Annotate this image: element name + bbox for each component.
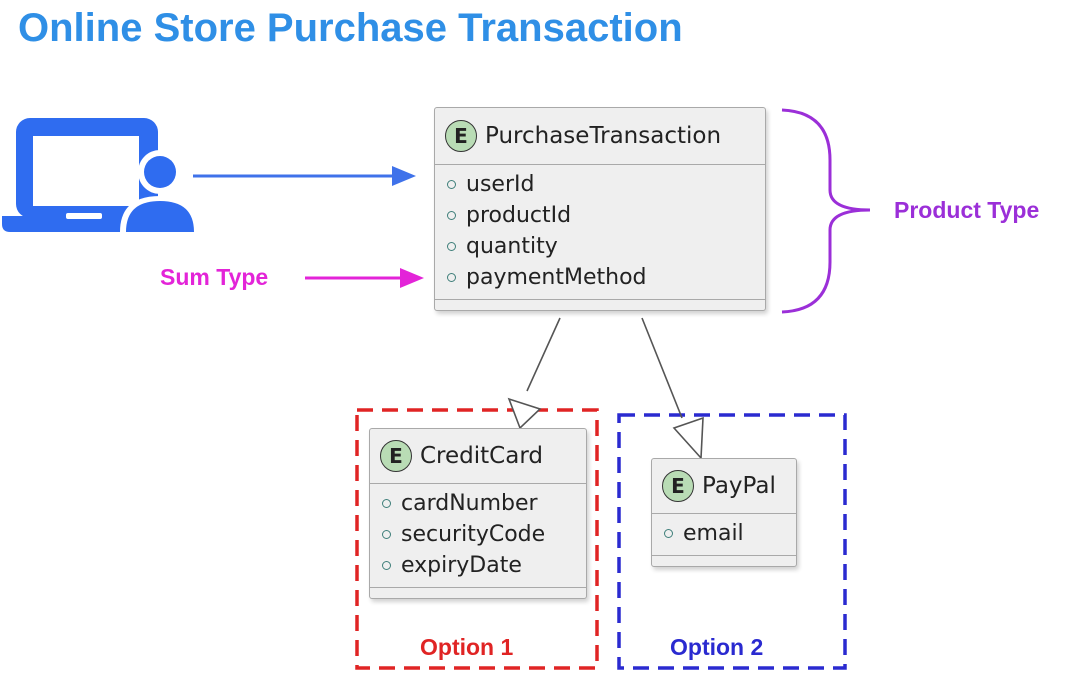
credit-card-inheritance-arrow [507, 317, 561, 430]
attribute-row: expiryDate [382, 550, 586, 581]
entity-methods-section [652, 556, 796, 566]
public-field-icon [447, 211, 456, 220]
public-field-icon [382, 561, 391, 570]
laptop-user-icon [2, 118, 200, 232]
entity-badge: E [445, 120, 477, 152]
entity-header: E PayPal [652, 459, 796, 514]
entity-methods-section [370, 588, 586, 598]
sum-type-label: Sum Type [160, 264, 269, 290]
public-field-icon [382, 499, 391, 508]
attribute-row: cardNumber [382, 488, 586, 519]
attribute-row: quantity [447, 231, 765, 262]
attribute-row: userId [447, 169, 765, 200]
attribute-row: paymentMethod [447, 262, 765, 293]
entity-name: PurchaseTransaction [485, 123, 722, 149]
credit-card-entity: E CreditCard cardNumber securityCode exp… [369, 428, 587, 599]
option2-label: Option 2 [670, 634, 764, 660]
entity-name: PayPal [702, 473, 776, 499]
entity-badge: E [380, 440, 412, 472]
paypal-inheritance-arrow [641, 317, 704, 460]
paypal-entity: E PayPal email [651, 458, 797, 567]
product-type-label: Product Type [894, 197, 1040, 223]
entity-header: E CreditCard [370, 429, 586, 484]
user-to-transaction-arrow [193, 166, 416, 186]
attribute-row: email [664, 518, 796, 549]
public-field-icon [447, 242, 456, 251]
attribute-list: email [652, 514, 796, 556]
entity-name: CreditCard [420, 443, 543, 469]
public-field-icon [447, 180, 456, 189]
sum-type-arrow [305, 268, 424, 288]
attribute-list: userId productId quantity paymentMethod [435, 165, 765, 300]
public-field-icon [382, 530, 391, 539]
entity-badge: E [662, 470, 694, 502]
public-field-icon [664, 529, 673, 538]
entity-header: E PurchaseTransaction [435, 108, 765, 165]
page-title: Online Store Purchase Transaction [18, 6, 683, 50]
option1-label: Option 1 [420, 634, 514, 660]
purchase-transaction-entity: E PurchaseTransaction userId productId q… [434, 107, 766, 311]
option2-box [617, 413, 847, 670]
public-field-icon [447, 273, 456, 282]
entity-methods-section [435, 300, 765, 310]
attribute-list: cardNumber securityCode expiryDate [370, 484, 586, 588]
attribute-row: productId [447, 200, 765, 231]
product-type-brace [781, 108, 871, 314]
attribute-row: securityCode [382, 519, 586, 550]
